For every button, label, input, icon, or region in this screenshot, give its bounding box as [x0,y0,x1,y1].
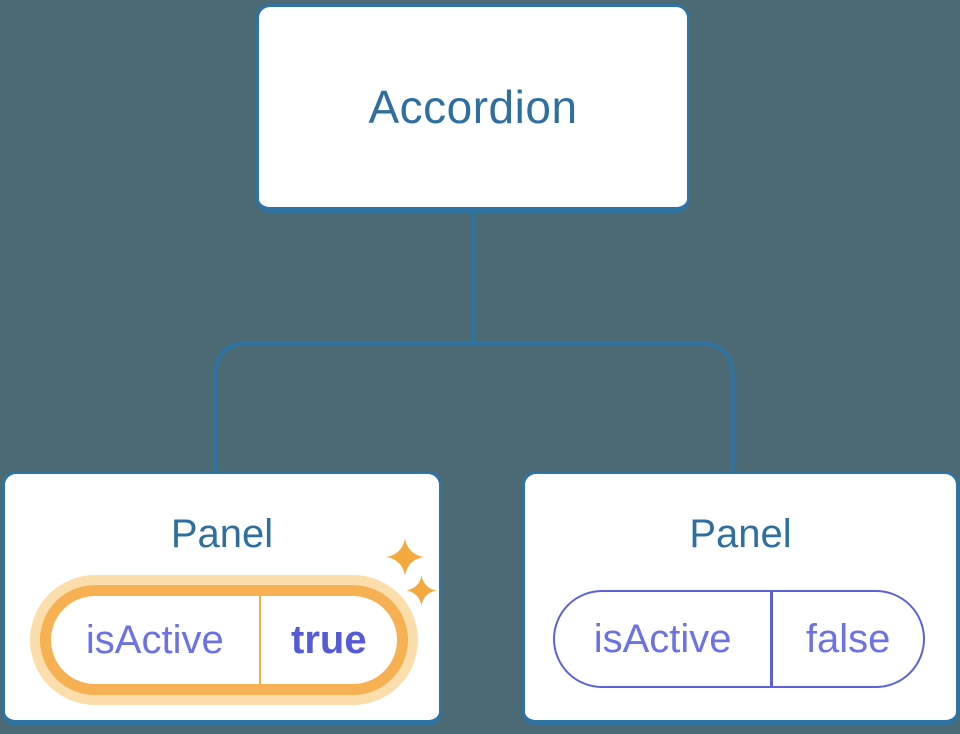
sparkle-icon [406,575,437,606]
state-pill-inactive: isActive false [553,590,925,688]
state-value: true [258,596,397,684]
state-name: isActive [593,616,732,661]
accordion-node: Accordion [256,4,690,213]
panel-node-inactive: Panel isActive false [522,471,959,726]
sparkle-icon [386,538,424,576]
state-value: false [770,592,923,686]
panel-node-label: Panel [170,512,274,556]
state-pill-active: isActive true [40,585,408,695]
panel-node-active: Panel isActive true [2,471,442,726]
panel-node-label: Panel [689,512,792,556]
state-name: isActive [85,617,224,662]
accordion-node-label: Accordion [368,81,578,133]
